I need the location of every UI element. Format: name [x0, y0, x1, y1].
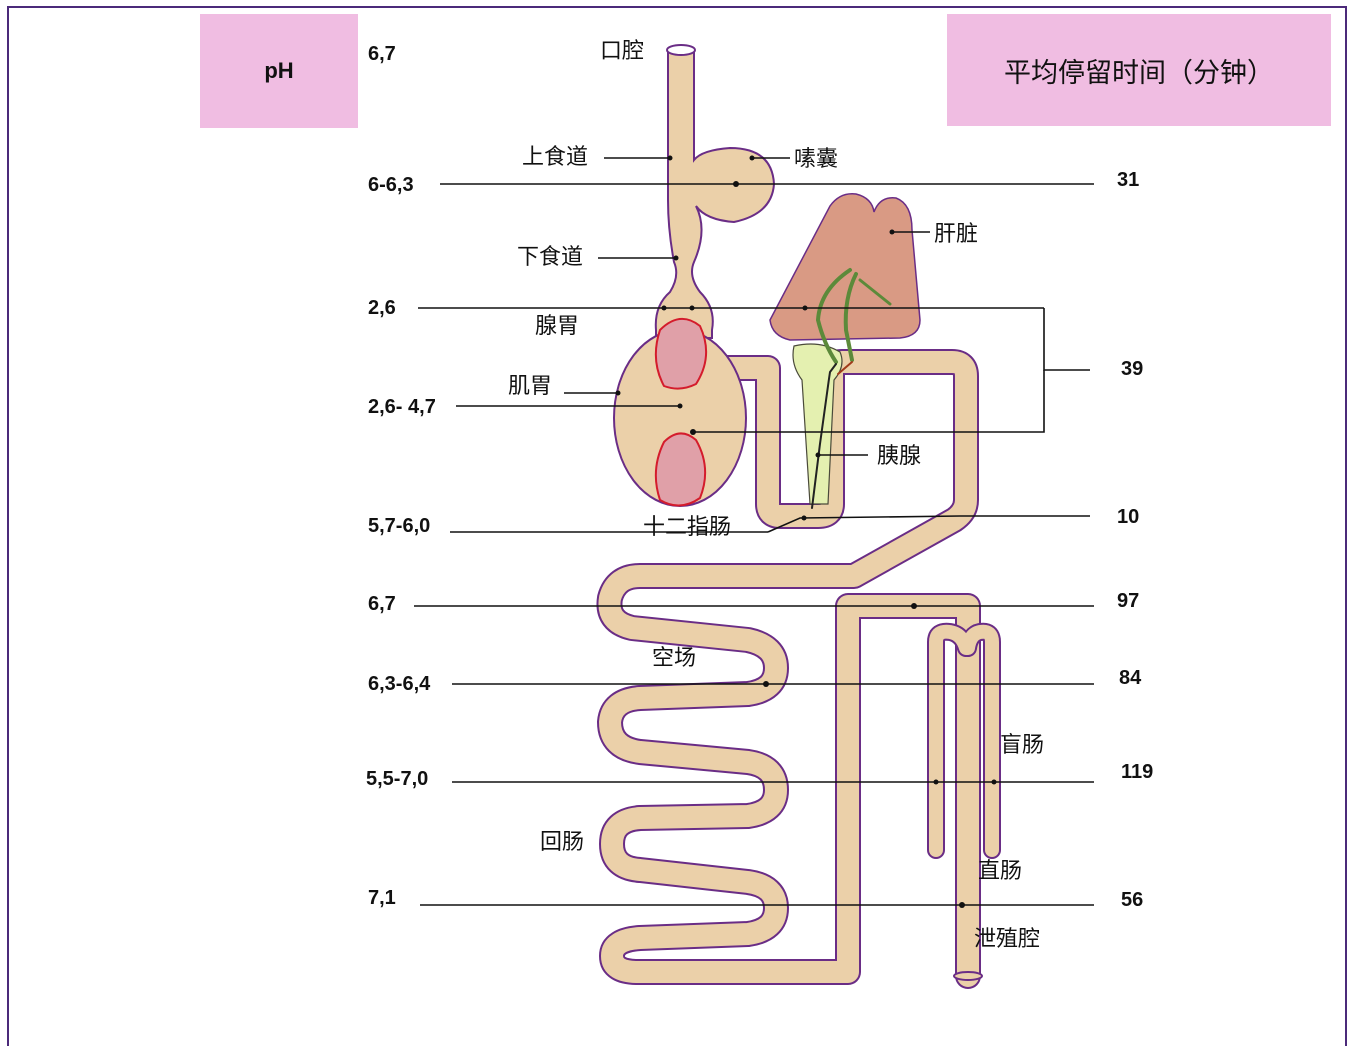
retention-time-header-label: 平均停留时间（分钟） — [1004, 57, 1274, 88]
gizzard — [613, 318, 747, 507]
leader-lines — [414, 157, 1094, 906]
ph-value: 7,1 — [368, 887, 396, 909]
retention-time-header: 平均停留时间（分钟） — [947, 14, 1331, 126]
ph-value: 2,6 — [368, 297, 396, 319]
ph-value: 6-6,3 — [368, 174, 414, 196]
time-value: 10 — [1117, 506, 1139, 528]
label-duodenum: 十二指肠 — [643, 515, 731, 540]
label-jejunum: 空场 — [652, 646, 696, 671]
diagram-frame — [7, 6, 1347, 1046]
label-upper-esophagus: 上食道 — [522, 145, 588, 170]
marker-dots — [615, 155, 997, 908]
label-rectum: 直肠 — [978, 859, 1022, 884]
intestine — [596, 349, 981, 989]
ph-value: 5,5-7,0 — [366, 768, 428, 790]
ph-value: 6,3-6,4 — [368, 673, 431, 695]
time-value: 56 — [1121, 889, 1143, 911]
label-gizzard: 肌胃 — [508, 374, 552, 399]
label-pancreas: 胰腺 — [877, 444, 921, 469]
label-cloaca: 泄殖腔 — [974, 927, 1040, 952]
ph-header-label: pH — [264, 58, 294, 83]
ph-value: 6,7 — [368, 593, 396, 615]
ph-value: 2,6- 4,7 — [368, 396, 436, 418]
ph-value: 6,7 — [368, 43, 396, 65]
retention-time-values: 31 39 10 97 84 119 56 — [1117, 169, 1153, 911]
time-value: 39 — [1121, 358, 1143, 380]
ph-values: 6,7 6-6,3 2,6 2,6- 4,7 5,7-6,0 6,7 6,3-6… — [366, 43, 436, 909]
label-liver: 肝脏 — [934, 222, 978, 247]
label-crop: 嗉囊 — [794, 147, 838, 172]
liver — [769, 193, 921, 341]
bile-ducts — [811, 268, 892, 509]
time-value: 119 — [1121, 761, 1153, 783]
ceca — [927, 622, 1001, 981]
time-value: 31 — [1117, 169, 1139, 191]
organ-labels: 口腔 上食道 嗉囊 肝脏 下食道 腺胃 肌胃 胰腺 十二指肠 空场 盲肠 回肠 … — [508, 39, 1044, 952]
label-proventriculus: 腺胃 — [535, 314, 579, 339]
time-value: 97 — [1117, 590, 1139, 612]
label-cecum: 盲肠 — [1000, 733, 1044, 758]
label-mouth: 口腔 — [600, 39, 644, 64]
label-ileum: 回肠 — [540, 830, 584, 855]
ph-header: pH — [200, 14, 358, 128]
ph-value: 5,7-6,0 — [368, 515, 430, 537]
esophagus-and-crop — [654, 44, 776, 339]
label-lower-esophagus: 下食道 — [517, 245, 583, 270]
time-value: 84 — [1119, 667, 1142, 689]
